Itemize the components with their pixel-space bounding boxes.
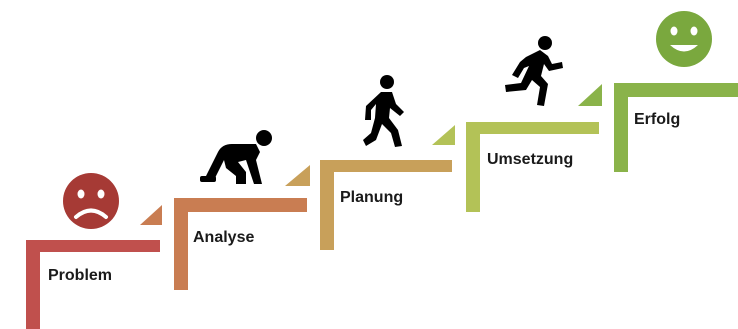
running-figure-icon bbox=[505, 36, 563, 106]
step-umsetzung-shape bbox=[466, 122, 599, 212]
step-problem-riser bbox=[140, 205, 162, 225]
happy-face-icon bbox=[656, 11, 712, 67]
step-planung-shape bbox=[320, 160, 452, 250]
step-label-erfolg: Erfolg bbox=[634, 111, 680, 128]
step-label-problem: Problem bbox=[48, 267, 112, 284]
walking-figure-icon bbox=[363, 75, 404, 147]
step-problem: Problem bbox=[26, 173, 162, 329]
step-problem-shape bbox=[26, 240, 160, 329]
step-umsetzung: Umsetzung bbox=[466, 36, 602, 212]
sad-face-icon bbox=[63, 173, 119, 229]
step-analyse-riser bbox=[285, 165, 310, 186]
step-label-umsetzung: Umsetzung bbox=[487, 151, 573, 168]
step-label-analyse: Analyse bbox=[193, 229, 254, 246]
step-analyse-shape bbox=[174, 198, 307, 290]
step-label-planung: Planung bbox=[340, 189, 403, 206]
step-umsetzung-riser bbox=[578, 84, 602, 106]
step-planung-riser bbox=[432, 125, 455, 145]
step-analyse: Analyse bbox=[174, 130, 310, 290]
step-erfolg-shape bbox=[614, 83, 738, 172]
step-planung: Planung bbox=[320, 75, 455, 250]
crouching-start-figure-icon bbox=[200, 130, 272, 184]
step-erfolg: Erfolg bbox=[614, 11, 738, 172]
